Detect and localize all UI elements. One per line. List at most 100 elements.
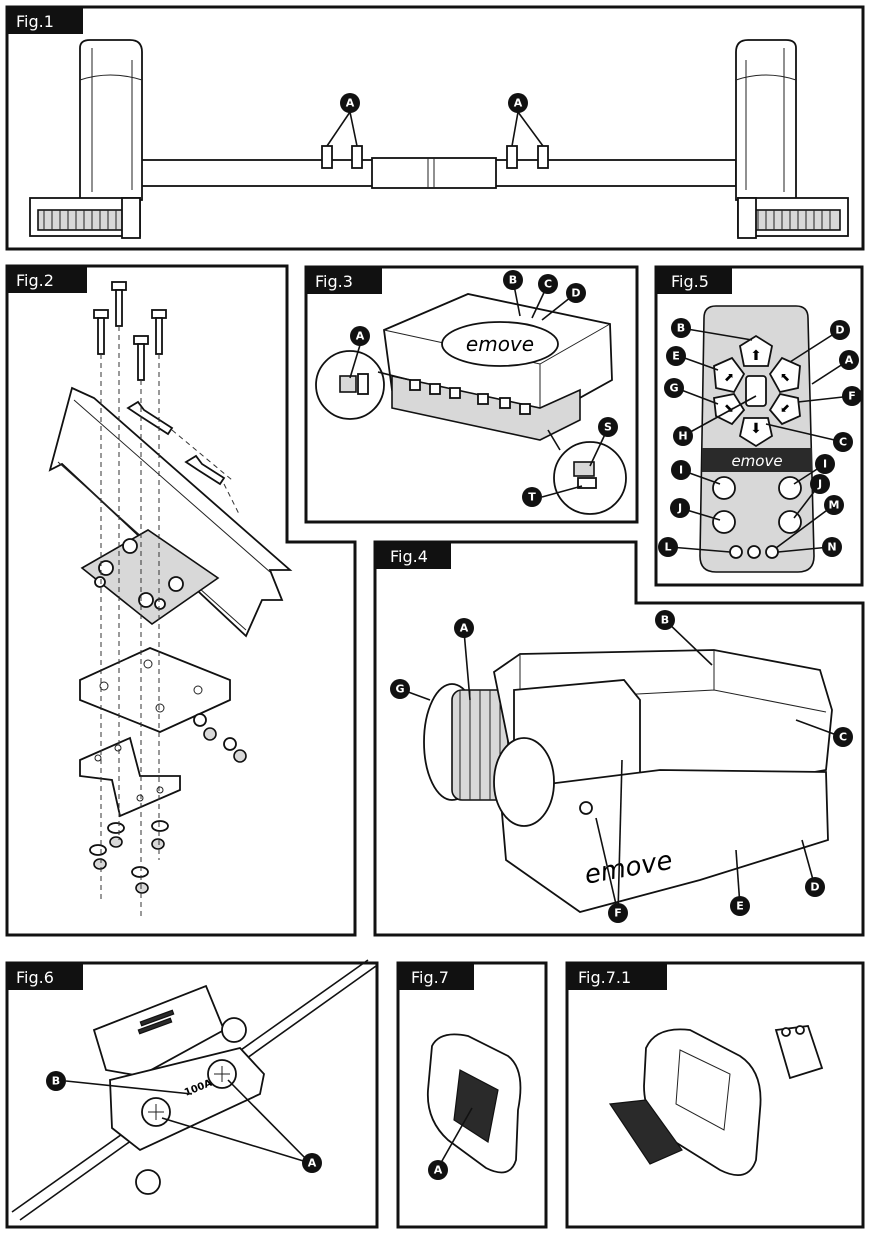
right-mover-unit bbox=[735, 39, 849, 239]
fig1-label: Fig.1 bbox=[7, 7, 83, 34]
remote-logo: emove bbox=[731, 452, 782, 470]
svg-text:N: N bbox=[827, 541, 836, 554]
callout-i: I bbox=[671, 460, 691, 480]
fig7-label: Fig.7 bbox=[398, 963, 474, 990]
battery-cover bbox=[453, 1069, 499, 1143]
svg-text:Fig.3: Fig.3 bbox=[315, 272, 353, 291]
svg-text:J: J bbox=[677, 502, 682, 515]
callout-h: H bbox=[673, 426, 693, 446]
svg-text:A: A bbox=[514, 97, 523, 110]
reverse-left-arrow-icon: ⬊ bbox=[724, 401, 734, 415]
fig3-panel: Fig.3 emove B C D A S T bbox=[304, 265, 639, 524]
callout-e: E bbox=[666, 346, 686, 366]
callout-d: D bbox=[830, 320, 850, 340]
callout-a: A bbox=[350, 326, 370, 346]
mounting-bolts bbox=[93, 281, 226, 486]
callout-a: A bbox=[428, 1160, 448, 1180]
callout-m: M bbox=[824, 495, 844, 515]
svg-text:Fig.1: Fig.1 bbox=[16, 12, 54, 31]
callout-c: C bbox=[538, 274, 558, 294]
reverse-arrow-icon: ⬇ bbox=[750, 421, 762, 437]
callout-c: C bbox=[833, 432, 853, 452]
svg-text:F: F bbox=[848, 390, 856, 403]
callout-a: A bbox=[508, 93, 528, 113]
svg-text:T: T bbox=[528, 491, 536, 504]
svg-text:E: E bbox=[672, 350, 680, 363]
svg-text:G: G bbox=[395, 683, 404, 696]
callout-b: B bbox=[671, 318, 691, 338]
callout-e: E bbox=[730, 896, 750, 916]
callout-l: L bbox=[658, 537, 678, 557]
svg-text:I: I bbox=[679, 464, 683, 477]
callout-g: G bbox=[664, 378, 684, 398]
svg-text:F: F bbox=[614, 907, 622, 920]
fig6-label: Fig.6 bbox=[7, 963, 83, 990]
svg-text:Fig.7.1: Fig.7.1 bbox=[578, 968, 631, 987]
svg-text:Fig.4: Fig.4 bbox=[390, 547, 428, 566]
control-box-logo: emove bbox=[466, 332, 534, 356]
callout-f: F bbox=[608, 903, 628, 923]
fig2-panel: Fig.2 bbox=[5, 264, 357, 937]
fig5-label: Fig.5 bbox=[656, 267, 732, 294]
svg-text:C: C bbox=[839, 436, 847, 449]
svg-text:A: A bbox=[308, 1157, 317, 1170]
callout-d: D bbox=[566, 283, 586, 303]
svg-text:B: B bbox=[52, 1075, 60, 1088]
fig3-label: Fig.3 bbox=[306, 267, 382, 294]
fig71-panel: Fig.7.1 bbox=[565, 961, 865, 1229]
svg-text:B: B bbox=[661, 614, 669, 627]
battery-cover-removed bbox=[608, 1099, 683, 1165]
svg-text:J: J bbox=[817, 478, 822, 491]
svg-text:C: C bbox=[544, 278, 552, 291]
callout-t: T bbox=[522, 487, 542, 507]
fig4-panel: Fig.4 emove A B C D E F G bbox=[373, 540, 865, 937]
callout-b: B bbox=[503, 270, 523, 290]
svg-text:A: A bbox=[356, 330, 365, 343]
fig5-panel: Fig.5 ⬆ ⬈ ⬉ ⬊ ⬋ ⬇ emove B E G H D bbox=[654, 265, 864, 587]
svg-text:Fig.7: Fig.7 bbox=[411, 968, 449, 987]
fig4-label: Fig.4 bbox=[375, 542, 451, 569]
callout-a: A bbox=[302, 1153, 322, 1173]
svg-text:E: E bbox=[736, 900, 744, 913]
reverse-right-arrow-icon: ⬋ bbox=[780, 401, 790, 415]
callout-a: A bbox=[340, 93, 360, 113]
callout-i: I bbox=[815, 454, 835, 474]
svg-text:A: A bbox=[460, 622, 469, 635]
callout-j: J bbox=[670, 498, 690, 518]
svg-text:G: G bbox=[669, 382, 678, 395]
callout-c: C bbox=[833, 727, 853, 747]
svg-text:Fig.5: Fig.5 bbox=[671, 272, 709, 291]
washers-and-nuts bbox=[89, 713, 247, 894]
svg-text:D: D bbox=[835, 324, 844, 337]
svg-text:D: D bbox=[810, 881, 819, 894]
left-mover-unit bbox=[29, 39, 143, 239]
callout-s: S bbox=[598, 417, 618, 437]
fig6-panel: Fig.6 100A B A bbox=[5, 959, 379, 1229]
battery-9v bbox=[774, 1025, 824, 1080]
svg-text:C: C bbox=[839, 731, 847, 744]
svg-text:M: M bbox=[829, 499, 840, 512]
callout-a: A bbox=[454, 618, 474, 638]
callout-g: G bbox=[390, 679, 410, 699]
callout-f: F bbox=[842, 386, 862, 406]
svg-text:L: L bbox=[664, 541, 671, 554]
svg-text:D: D bbox=[571, 287, 580, 300]
callout-d: D bbox=[805, 877, 825, 897]
svg-text:S: S bbox=[604, 421, 612, 434]
svg-text:Fig.2: Fig.2 bbox=[16, 271, 54, 290]
svg-text:H: H bbox=[678, 430, 687, 443]
fig2-label: Fig.2 bbox=[7, 266, 87, 293]
fig1-panel: Fig.1 A A bbox=[5, 5, 865, 251]
fig7-panel: Fig.7 A bbox=[396, 961, 548, 1229]
callout-n: N bbox=[822, 537, 842, 557]
callout-j: J bbox=[810, 474, 830, 494]
svg-text:I: I bbox=[823, 458, 827, 471]
forward-arrow-icon: ⬆ bbox=[750, 348, 762, 364]
forward-right-arrow-icon: ⬉ bbox=[780, 370, 790, 384]
terminal-block bbox=[409, 379, 531, 415]
svg-text:B: B bbox=[677, 322, 685, 335]
forward-left-arrow-icon: ⬈ bbox=[724, 370, 734, 384]
callout-b: B bbox=[46, 1071, 66, 1091]
svg-text:A: A bbox=[346, 97, 355, 110]
svg-text:B: B bbox=[509, 274, 517, 287]
